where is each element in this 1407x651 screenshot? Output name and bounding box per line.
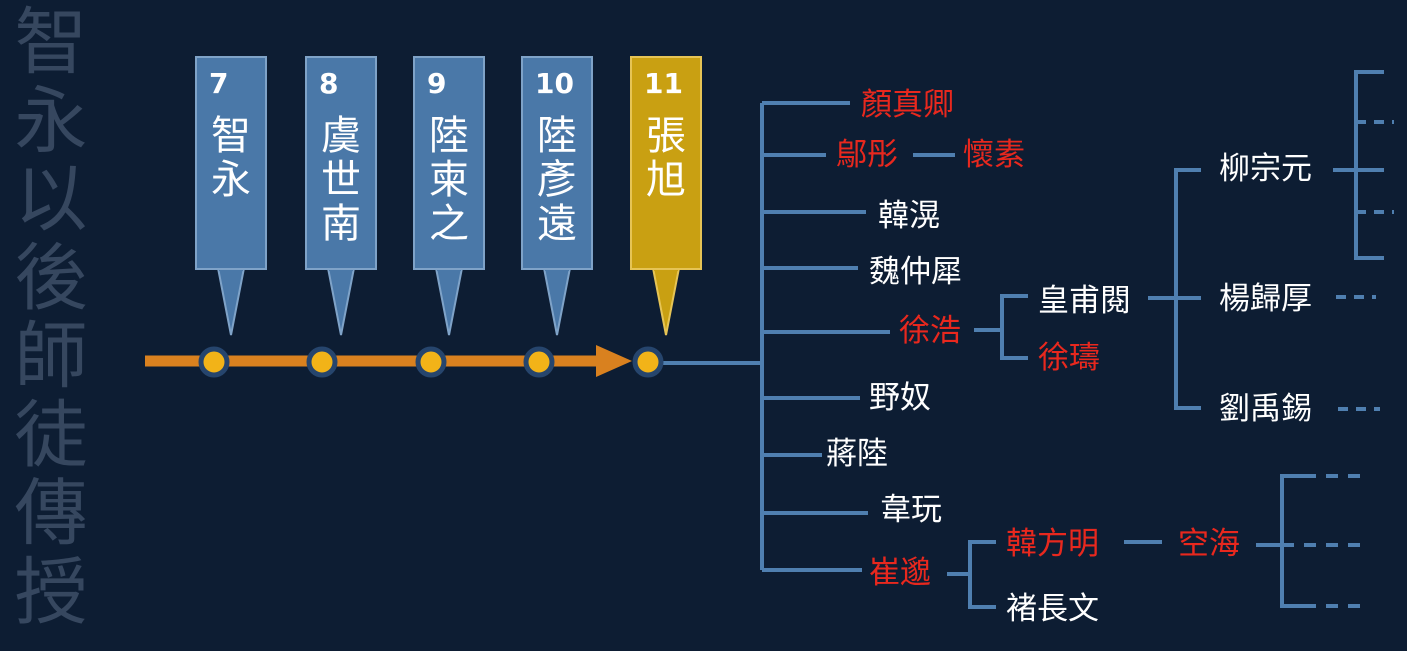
side-title: 智永以後師徒傳授 — [14, 0, 88, 635]
timeline-card-9: 9 陸柬之 — [413, 56, 485, 270]
card-number: 11 — [644, 67, 683, 100]
kukai-bracket — [1280, 474, 1308, 608]
card-name: 張旭 — [646, 113, 686, 203]
disciple-4: 魏仲犀 — [869, 254, 962, 290]
timeline-arrowhead — [596, 345, 632, 377]
timeline-card-7: 7 智永 — [195, 56, 267, 270]
disciple-9: 崔邈 — [869, 555, 931, 591]
card-pointer — [542, 267, 572, 336]
disciple-0: 顏真卿 — [861, 87, 954, 123]
timeline-card-8: 8 虞世南 — [305, 56, 377, 270]
card-pointer — [216, 267, 246, 336]
card-pointer — [326, 267, 356, 336]
disciple-1: 鄔彤 — [836, 137, 898, 173]
disciple-5: 徐浩 — [899, 313, 961, 349]
timeline-card-10: 10 陸彥遠 — [521, 56, 593, 270]
second-gen-3: 褚長文 — [1006, 591, 1099, 627]
xuhao-bracket — [1000, 294, 1028, 360]
timeline-dot — [415, 346, 447, 378]
disciple-7: 蔣陸 — [826, 436, 888, 472]
timeline-dot — [198, 346, 230, 378]
timeline-card-11: 11 張旭 — [630, 56, 702, 270]
card-number: 7 — [209, 67, 229, 100]
card-name: 陸柬之 — [429, 113, 469, 247]
card-name: 虞世南 — [321, 113, 361, 247]
cuimiao-bracket — [968, 540, 996, 609]
second-gen-0: 皇甫閱 — [1038, 283, 1131, 319]
disciple-6: 野奴 — [869, 380, 931, 416]
disciple-3: 韓滉 — [878, 198, 940, 234]
huangfu-bracket — [1174, 168, 1201, 410]
third-gen-1: 楊歸厚 — [1219, 281, 1312, 317]
card-name: 陸彥遠 — [537, 113, 577, 247]
timeline-dot — [632, 346, 664, 378]
card-pointer — [651, 267, 681, 336]
third-gen-2: 劉禹錫 — [1219, 391, 1312, 427]
third-gen-0: 柳宗元 — [1219, 151, 1312, 187]
card-number: 10 — [535, 67, 574, 100]
second-gen-1: 徐璹 — [1038, 340, 1100, 376]
liu-bracket — [1354, 70, 1384, 260]
second-gen-2: 韓方明 — [1006, 526, 1099, 562]
disciple-8: 韋玩 — [880, 492, 942, 528]
card-number: 9 — [427, 67, 447, 100]
disciple-2: 懷素 — [963, 137, 1025, 173]
card-number: 8 — [319, 67, 339, 100]
third-gen-3: 空海 — [1178, 526, 1240, 562]
timeline-dot — [523, 346, 555, 378]
card-pointer — [434, 267, 464, 336]
card-name: 智永 — [211, 113, 251, 203]
timeline-dot — [306, 346, 338, 378]
